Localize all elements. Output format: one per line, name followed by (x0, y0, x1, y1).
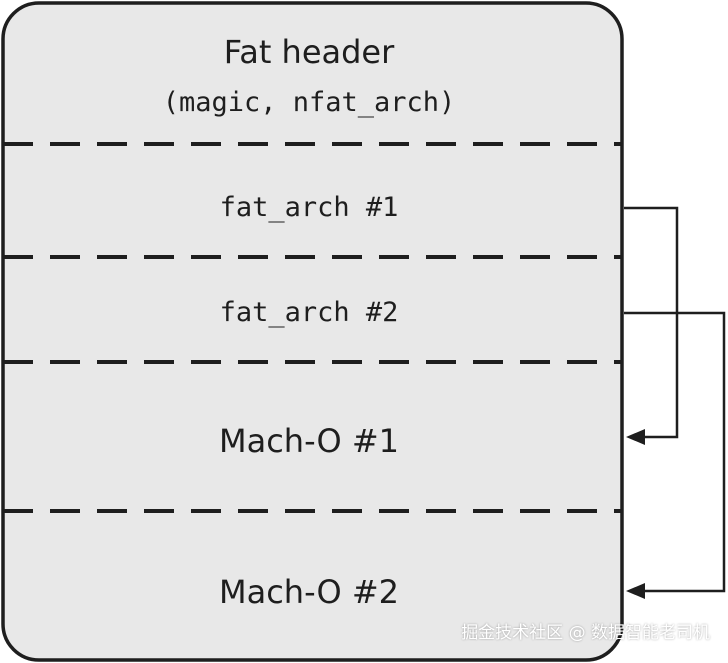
section-fat-arch-2: fat_arch #2 (220, 297, 399, 328)
watermark-text: 掘金技术社区 @ 数据智能老司机 (461, 623, 710, 643)
fat-header-title: Fat header (224, 33, 395, 71)
section-mach-o-1: Mach-O #1 (219, 422, 399, 460)
fat-header-subtitle: (magic, nfat_arch) (163, 87, 456, 118)
arrow-1-line (624, 206, 679, 439)
section-mach-o-2: Mach-O #2 (219, 573, 399, 611)
fat-binary-container (1, 1, 624, 662)
arrow-2-head (626, 583, 645, 599)
arrow-1-head (626, 429, 645, 445)
arrow-2-line (624, 311, 726, 593)
section-fat-header: Fat header (magic, nfat_arch) (163, 33, 456, 118)
arrow-fat-arch-2-to-mach-o-2 (624, 311, 726, 599)
section-fat-arch-1: fat_arch #1 (220, 192, 399, 223)
arrow-fat-arch-1-to-mach-o-1 (624, 206, 679, 445)
fat-arch-2-label: fat_arch #2 (220, 297, 399, 328)
fat-arch-1-label: fat_arch #1 (220, 192, 399, 223)
mach-o-2-label: Mach-O #2 (219, 573, 399, 611)
mach-o-1-label: Mach-O #1 (219, 422, 399, 460)
